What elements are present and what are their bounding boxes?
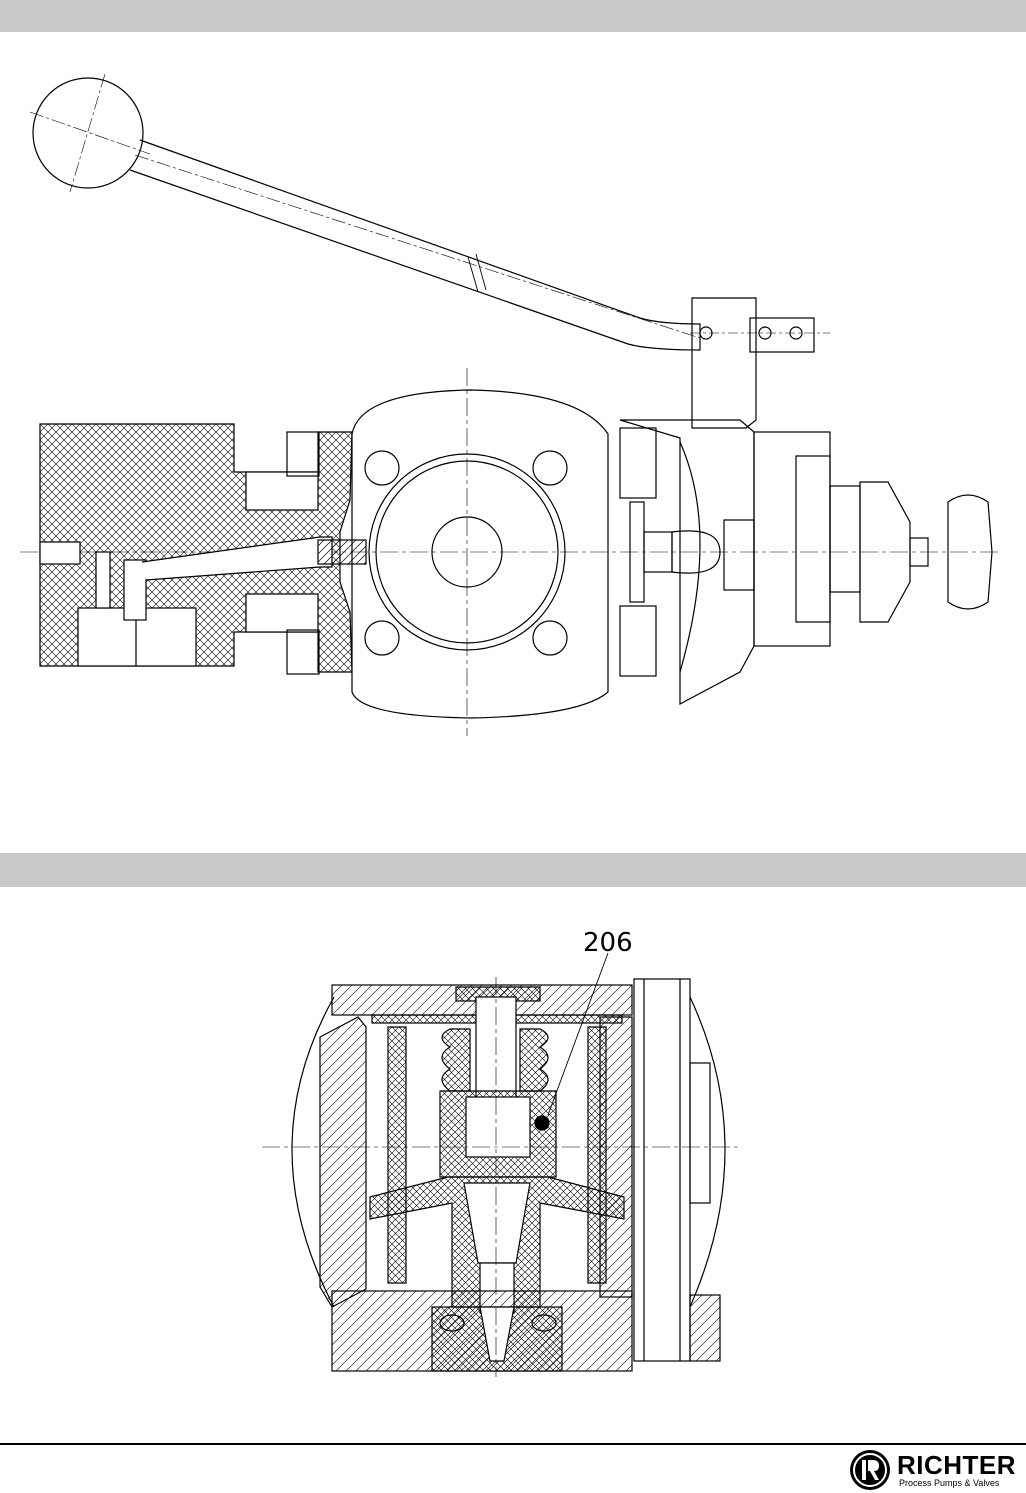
brand-logo: RICHTER Process Pumps & Valves bbox=[850, 1450, 1020, 1490]
valve-assembly-drawing bbox=[0, 32, 1026, 832]
section-band bbox=[0, 853, 1026, 887]
brand-tagline: Process Pumps & Valves bbox=[899, 1478, 999, 1488]
actuator-body bbox=[754, 432, 830, 646]
footer-rule bbox=[0, 1443, 1026, 1445]
brand-mark-icon bbox=[850, 1450, 890, 1490]
left-body bbox=[320, 1017, 366, 1307]
brand-name: RICHTER bbox=[897, 1452, 1016, 1478]
bellows-section-drawing: 206 bbox=[0, 887, 1026, 1407]
lever-bracket bbox=[692, 298, 756, 428]
callout-label: 206 bbox=[583, 928, 633, 958]
lever-arm bbox=[130, 140, 700, 350]
valve-flange bbox=[352, 390, 608, 718]
marker-dot bbox=[535, 1116, 549, 1130]
lever-knob bbox=[33, 78, 143, 188]
header-band bbox=[0, 0, 1026, 32]
